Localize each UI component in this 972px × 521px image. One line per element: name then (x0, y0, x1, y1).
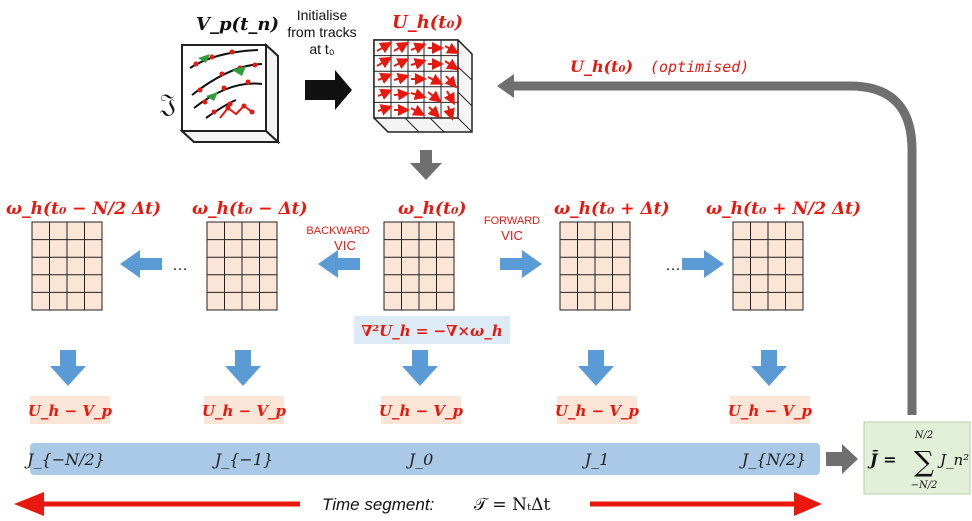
velocity-grid-cube (373, 39, 473, 133)
vorticity-grid-plus-half (732, 221, 804, 311)
initialise-text-2: from tracks (287, 24, 356, 40)
particle-volume (179, 42, 281, 145)
vorticity-grid-plus-one (559, 221, 631, 311)
total-cost-lhs: J̄ = (867, 449, 897, 469)
residual-label-4: U_h − V_p (555, 402, 640, 420)
poisson-equation: ∇²U_h = −∇×ω_h (361, 322, 502, 340)
optimised-suffix: (optimised) (650, 58, 749, 76)
time-segment-label: Time segment: (322, 495, 435, 514)
sum-lower-limit: −N/2 (911, 480, 938, 491)
down-arrow-3 (402, 350, 438, 386)
forward-arrow-1 (500, 250, 542, 278)
forward-vic-text-1: FORWARD (484, 215, 540, 227)
cost-term-minus-half: J_{−N/2} (24, 450, 105, 469)
down-arrow-2 (225, 350, 261, 386)
down-arrows (50, 350, 787, 386)
down-arrow-4 (578, 350, 614, 386)
cost-to-sum-arrow (826, 444, 858, 474)
residual-boxes (30, 396, 810, 424)
vorticity-grid-minus-half (31, 221, 103, 311)
residual-label-3: U_h − V_p (379, 402, 464, 420)
vorticity-label-plus-half: ω_h(t₀ + N/2 Δt) (706, 199, 861, 219)
backward-arrow-1 (120, 250, 162, 278)
residual-box-3 (381, 396, 461, 424)
backward-vic-text-1: BACKWARD (306, 225, 369, 237)
grid-to-vorticity-arrow (410, 150, 442, 180)
vorticity-label-minus-one: ω_h(t₀ − Δt) (192, 199, 308, 219)
forward-vic-text-2: VIC (501, 228, 523, 243)
backward-vic-text-2: VIC (334, 238, 356, 253)
residual-box-2 (204, 396, 284, 424)
backward-arrow-2 (318, 250, 360, 278)
forward-arrow-2 (682, 250, 724, 278)
residual-box-5 (730, 396, 810, 424)
residual-box-1 (30, 396, 110, 424)
frak-symbol: 𝔍 (159, 89, 176, 119)
poisson-box (354, 316, 510, 344)
down-arrow-1 (50, 350, 86, 386)
residual-label-5: U_h − V_p (728, 402, 813, 420)
vorticity-grid-minus-one (206, 221, 278, 311)
vorticity-grid-zero (383, 221, 455, 311)
vorticity-label-minus-half: ω_h(t₀ − N/2 Δt) (6, 199, 161, 219)
cost-term-plus-half: J_{N/2} (739, 450, 806, 469)
initialise-arrow (305, 70, 352, 110)
sum-symbol: ∑ (914, 445, 934, 478)
vorticity-label-plus-one: ω_h(t₀ + Δt) (554, 199, 670, 219)
down-arrow-5 (751, 350, 787, 386)
residual-label-2: U_h − V_p (202, 402, 287, 420)
vorticity-label-zero: ω_h(t₀) (398, 199, 466, 219)
sum-term: J_n² (937, 451, 969, 469)
velocity-grid-label: U_h(t₀) (392, 12, 463, 33)
ellipsis-right: … (665, 257, 681, 274)
residual-box-4 (557, 396, 637, 424)
time-segment-formula: 𝒯 = NₜΔt (474, 495, 550, 515)
sum-upper-limit: N/2 (914, 430, 933, 441)
total-cost-box (863, 421, 971, 495)
optimised-velocity-label: U_h(t₀) (570, 57, 633, 76)
cost-term-plus-one: J_1 (582, 450, 610, 469)
cost-term-zero: J_0 (406, 450, 434, 469)
initialise-text-1: Initialise (297, 7, 348, 23)
particle-velocity-label: V_p(t_n) (196, 14, 279, 35)
initialise-text-3: at t₀ (309, 41, 334, 57)
residual-label-1: U_h − V_p (28, 402, 113, 420)
cost-term-minus-one: J_{−1} (212, 450, 273, 469)
time-segment-arrowhead-right (794, 492, 822, 516)
cost-bar (30, 443, 820, 475)
feedback-arrow (510, 81, 917, 415)
feedback-arrow-head (497, 74, 514, 98)
time-segment-arrowhead-left (14, 492, 44, 516)
ellipsis-left: … (172, 257, 188, 274)
